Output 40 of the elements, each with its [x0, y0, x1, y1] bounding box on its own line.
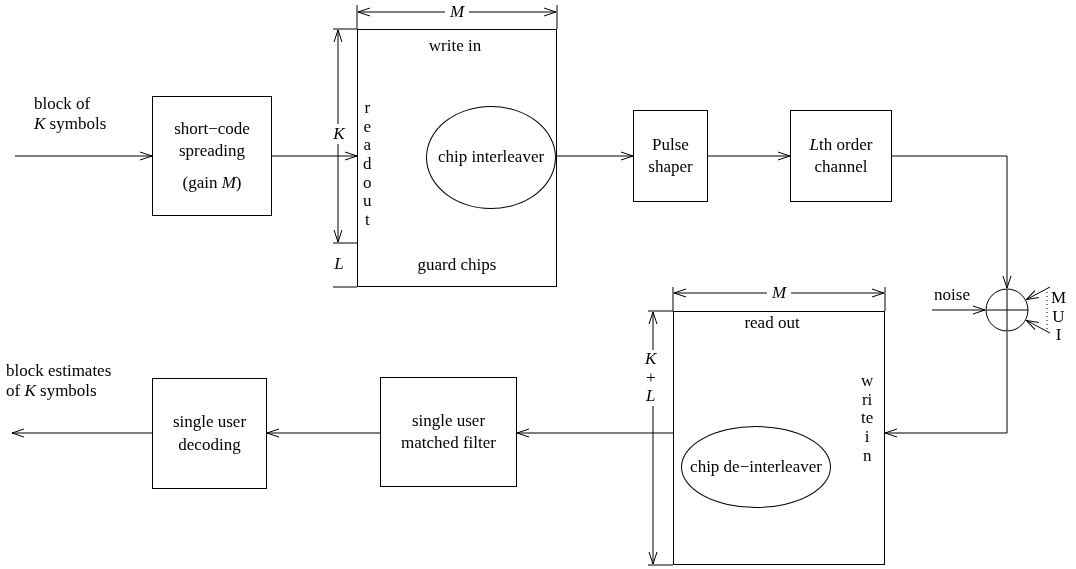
arrow — [707, 151, 791, 161]
process-box — [790, 110, 892, 202]
arrow — [266, 428, 381, 438]
arrow — [1025, 286, 1051, 301]
dimension-label: K — [330, 124, 348, 144]
arrow — [884, 331, 1008, 438]
edge-label: block estimates of K symbols — [6, 361, 113, 402]
arrow — [271, 151, 358, 161]
node-text: (gain M) — [181, 172, 243, 195]
process-box — [152, 378, 267, 489]
deinterleaver-frame — [673, 311, 885, 565]
node-text: chip interleaver — [436, 146, 546, 169]
node-text: short−code spreading — [173, 117, 251, 162]
node-text: single user decoding — [171, 411, 248, 456]
node-text: MUI — [1050, 288, 1067, 346]
dimension-label: L — [333, 254, 345, 274]
direction-label: read out — [363, 99, 372, 230]
summing-junction — [985, 288, 1029, 332]
node-text: guard chips — [416, 253, 498, 276]
node-text: chip de−interleaver — [689, 455, 823, 478]
interleaver-frame — [357, 29, 557, 287]
process-box — [152, 96, 272, 216]
arrow — [11, 428, 153, 438]
node-text: single user matched filter — [400, 409, 497, 454]
arrow — [516, 428, 674, 438]
process-box — [380, 377, 517, 487]
direction-label: write in — [427, 36, 483, 56]
dimension-label: K + L — [645, 350, 657, 407]
node-text: Lth order channel — [808, 133, 874, 178]
arrow — [1025, 319, 1051, 334]
direction-label: read out — [743, 313, 801, 333]
arrow — [891, 155, 1012, 289]
direction-label: write in — [861, 372, 874, 466]
node-text: noise — [933, 283, 971, 306]
arrow — [931, 305, 986, 315]
arrow — [14, 151, 153, 161]
edge-label: block of K symbols — [34, 94, 108, 135]
node-text: Pulse shaper — [647, 133, 694, 178]
process-box — [633, 110, 708, 202]
arrow — [556, 151, 634, 161]
